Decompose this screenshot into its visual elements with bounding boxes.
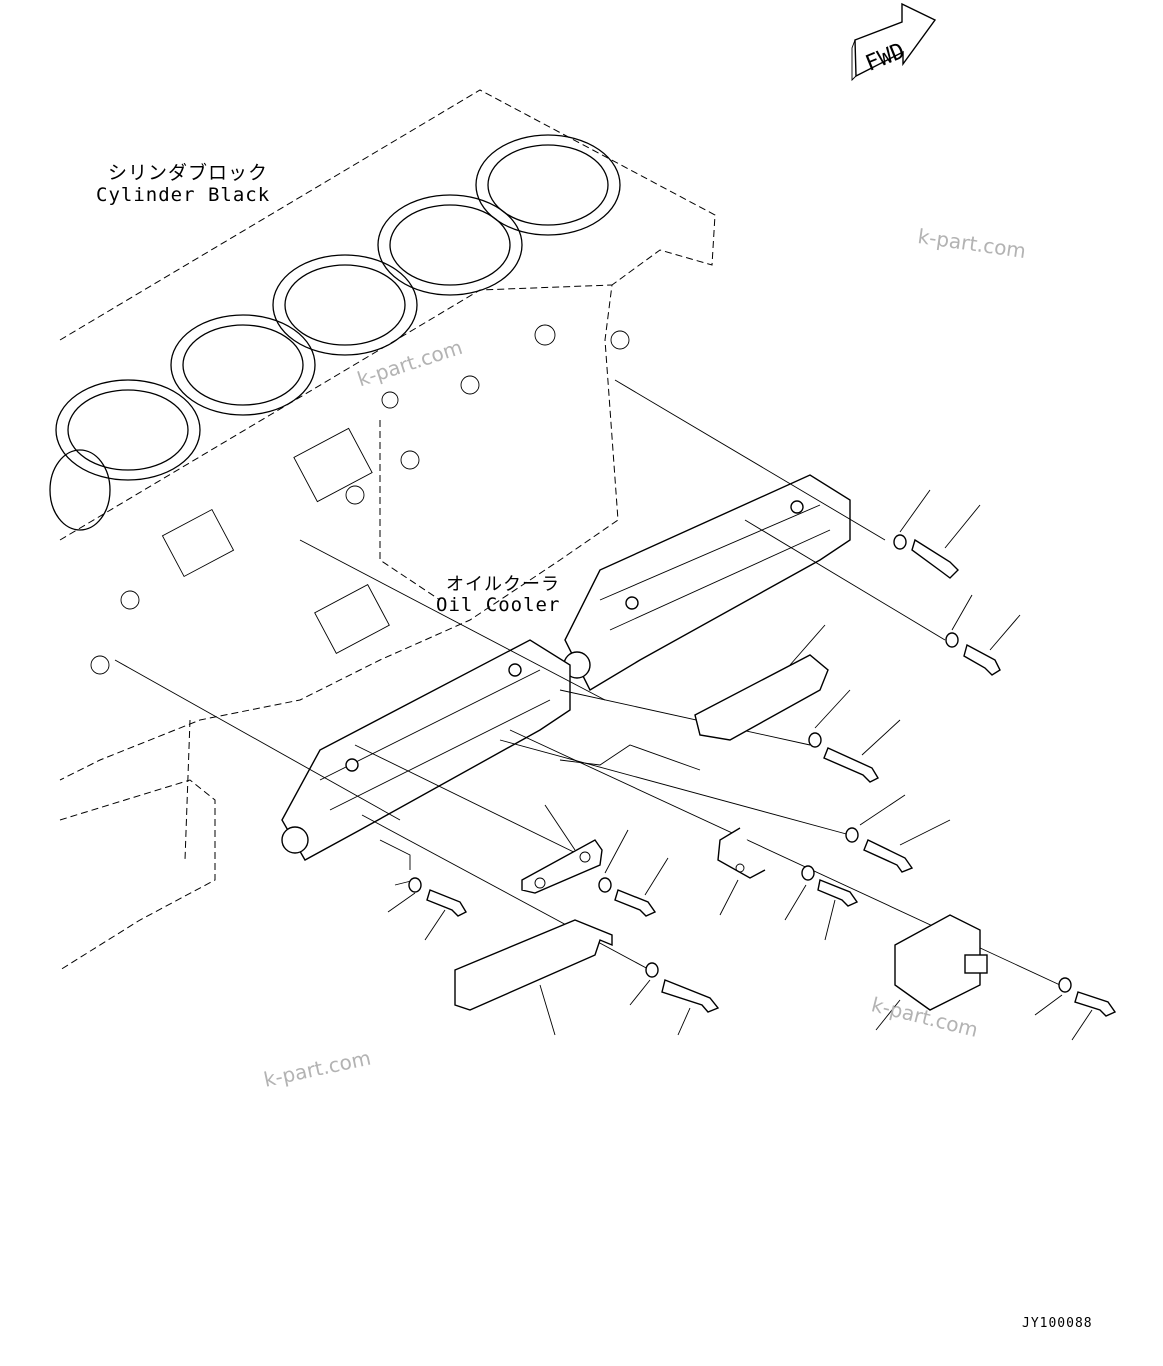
heat-shield-plate [694,654,829,741]
fasteners [408,534,1117,1017]
oil-cooler-upper [563,474,851,691]
drawing-code: JY100088 [1022,1316,1093,1331]
oil-cooler-label-jp: オイルクーラ [446,574,560,595]
callout-leaders [387,489,1093,1041]
oil-cooler-lower [281,639,571,861]
long-bracket [454,919,613,1011]
assembly-lines [114,379,1061,986]
fwd-arrow-icon: FWD [851,2,937,82]
link-plate [521,839,603,894]
cylinder-block-label-en: Cylinder Black [96,184,271,206]
bent-clip [717,827,766,879]
cylinder-block [49,89,716,971]
oil-cooler-label-en: Oil Cooler [436,594,561,616]
cylinder-block-label-jp: シリンダブロック [108,162,269,184]
mounting-bracket [894,914,988,1011]
